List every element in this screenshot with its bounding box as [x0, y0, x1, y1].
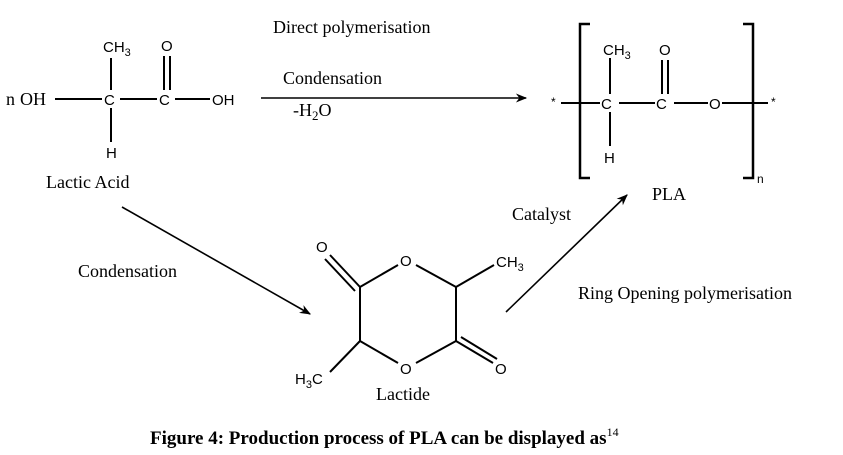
carbonyl-left-bond-b: [324, 258, 356, 292]
ring-bond-1: [359, 264, 399, 288]
direct-polymerisation-route: Direct polymerisation Condensation -H2O: [261, 17, 528, 123]
lactic-hydrogen: H: [106, 145, 117, 162]
rop-label: Ring Opening polymerisation: [578, 283, 792, 303]
methyl-right-bond: [455, 264, 495, 288]
ring-bond-2: [415, 264, 457, 288]
lactic-coefficient: n: [6, 89, 15, 109]
lactide-condensation-label: Condensation: [78, 261, 177, 281]
lactide-ring-oxygen-bottom: O: [400, 361, 412, 378]
lactic-carbon-2: C: [159, 92, 170, 109]
lactic-carbonyl-oxygen: O: [161, 38, 173, 55]
direct-condensation-label: Condensation: [283, 68, 382, 88]
lactide-methyl-left: H3C: [295, 371, 323, 391]
lactic-right-oh: OH: [212, 92, 235, 109]
pla-right-bracket: [743, 22, 755, 180]
pla-end-right: *: [771, 95, 776, 109]
lactic-acid-structure: n OH C CH3 H C O OH Lactic Acid: [6, 38, 235, 192]
ring-bond-4: [415, 340, 457, 364]
lactide-methyl-right: CH3: [496, 254, 524, 274]
methyl-left-bond: [329, 340, 361, 373]
lactic-left-oh: OH: [20, 89, 46, 109]
lactic-acid-label: Lactic Acid: [46, 172, 129, 192]
carbonyl-right-bond-b: [460, 336, 498, 360]
pla-end-left: *: [551, 95, 556, 109]
condensation-arrow: [121, 206, 311, 315]
carbonyl-right-bond-a: [455, 340, 494, 364]
pla-carbon-1: C: [601, 96, 612, 113]
lactide-label: Lactide: [376, 384, 430, 404]
pla-repeat-n: n: [757, 172, 764, 186]
pla-label: PLA: [652, 184, 686, 204]
pla-hydrogen: H: [604, 150, 615, 167]
lactide-route: Condensation Catalyst Ring Opening polym…: [78, 194, 792, 315]
direct-polymerisation-label: Direct polymerisation: [273, 17, 430, 37]
pla-carbonyl-oxygen: O: [659, 42, 671, 59]
pla-methyl: CH3: [603, 42, 631, 62]
pla-ester-oxygen: O: [709, 96, 721, 113]
lactic-carbon-1: C: [104, 92, 115, 109]
lactide-structure: O O O O CH3 H3C Lactide: [295, 239, 524, 404]
catalyst-arrow: [505, 194, 628, 313]
lactic-methyl: CH3: [103, 39, 131, 59]
catalyst-label: Catalyst: [512, 204, 571, 224]
pla-left-bracket: [578, 22, 590, 180]
lactide-ring-oxygen-top: O: [400, 253, 412, 270]
ring-bond-5: [359, 340, 399, 364]
lactide-carbonyl-oxygen-left: O: [316, 239, 328, 256]
water-removed-label: -H2O: [293, 100, 332, 123]
lactide-carbonyl-oxygen-right: O: [495, 361, 507, 378]
figure-caption: Figure 4: Production process of PLA can …: [150, 425, 619, 449]
pla-carbon-2: C: [656, 96, 667, 113]
pla-structure: * C CH3 H C O O * n PLA: [551, 22, 776, 204]
carbonyl-left-bond-a: [329, 254, 361, 288]
